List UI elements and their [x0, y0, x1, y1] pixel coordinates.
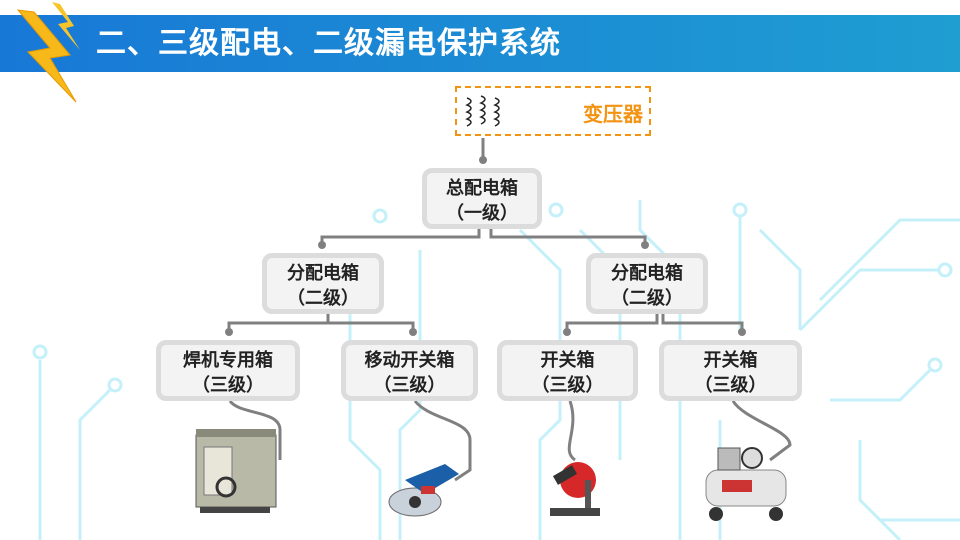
node-name: 开关箱	[703, 350, 758, 371]
transformer-box: 变压器	[455, 86, 651, 136]
node-name: 分配电箱	[287, 263, 359, 284]
node-name: 焊机专用箱	[183, 350, 273, 371]
node-level: （二级）	[611, 288, 683, 309]
header-band	[0, 15, 960, 72]
main-distribution-box: 总配电箱 （一级）	[422, 168, 542, 229]
node-level: （三级）	[192, 375, 264, 396]
welding-machine-image	[195, 429, 277, 513]
node-name: 分配电箱	[611, 263, 683, 284]
node-name: 开关箱	[540, 350, 595, 371]
air-compressor-image	[705, 447, 787, 521]
cutoff-saw-image	[550, 462, 600, 516]
transformer-label: 变压器	[583, 102, 643, 126]
sub-distribution-box-right: 分配电箱 （二级）	[586, 253, 708, 314]
node-name: 移动开关箱	[364, 350, 455, 371]
lightning-bolt-icon	[16, 2, 80, 103]
node-name: 总配电箱	[446, 178, 518, 199]
sub-distribution-box-left: 分配电箱 （二级）	[262, 253, 384, 314]
mobile-switch-box: 移动开关箱 （三级）	[341, 340, 478, 401]
switch-box-2: 开关箱 （三级）	[659, 340, 802, 401]
node-level: （三级）	[694, 375, 767, 396]
page-title: 二、三级配电、二级漏电保护系统	[96, 26, 561, 61]
node-level: （三级）	[373, 375, 446, 396]
transformer-coil-icon	[465, 95, 500, 127]
welder-switch-box: 焊机专用箱 （三级）	[156, 340, 300, 401]
node-level: （二级）	[287, 288, 359, 309]
switch-box-1: 开关箱 （三级）	[497, 340, 638, 401]
node-level: （三级）	[531, 375, 604, 396]
node-level: （一级）	[446, 203, 518, 224]
cutting-machine-image	[388, 464, 459, 517]
